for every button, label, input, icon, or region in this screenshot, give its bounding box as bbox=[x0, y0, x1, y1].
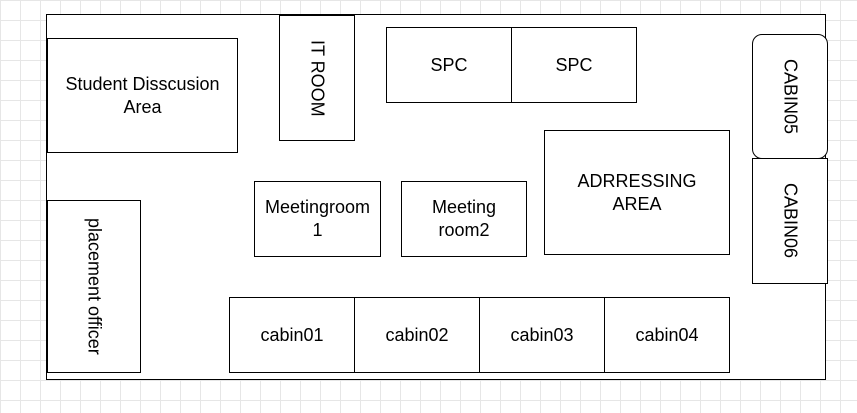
meeting-room-2-label: Meeting room2 bbox=[431, 197, 497, 240]
cabin03[interactable]: cabin03 bbox=[479, 297, 605, 373]
it-room-label: IT ROOM bbox=[307, 39, 328, 117]
addressing-area[interactable]: ADRRESSING AREA bbox=[544, 130, 730, 255]
placement-officer[interactable]: placement officer bbox=[47, 200, 141, 373]
addressing-area-label: ADRRESSING AREA bbox=[577, 170, 697, 214]
it-room[interactable]: IT ROOM bbox=[279, 15, 355, 141]
meeting-room-1-label: Meetingroom 1 bbox=[264, 197, 371, 240]
spc-room-left[interactable]: SPC bbox=[386, 27, 512, 103]
cabin05[interactable]: CABIN05 bbox=[752, 34, 828, 159]
cabin06[interactable]: CABIN06 bbox=[752, 158, 828, 284]
meeting-room-2[interactable]: Meeting room2 bbox=[401, 181, 527, 257]
cabin01-label: cabin01 bbox=[260, 324, 324, 345]
cabin02[interactable]: cabin02 bbox=[354, 297, 480, 373]
student-discussion-label: Student Disscusion Area bbox=[65, 73, 220, 117]
cabin03-label: cabin03 bbox=[510, 324, 574, 345]
cabin05-label: CABIN05 bbox=[780, 58, 801, 135]
student-discussion-area[interactable]: Student Disscusion Area bbox=[47, 38, 238, 153]
cabin06-label: CABIN06 bbox=[780, 183, 801, 259]
spc-right-label: SPC bbox=[555, 54, 593, 75]
placement-officer-label: placement officer bbox=[84, 218, 105, 355]
cabin02-label: cabin02 bbox=[385, 324, 449, 345]
spc-room-right[interactable]: SPC bbox=[511, 27, 637, 103]
cabin04[interactable]: cabin04 bbox=[604, 297, 730, 373]
meeting-room-1[interactable]: Meetingroom 1 bbox=[254, 181, 381, 257]
cabin04-label: cabin04 bbox=[635, 324, 699, 345]
cabin01[interactable]: cabin01 bbox=[229, 297, 355, 373]
spc-left-label: SPC bbox=[430, 54, 468, 75]
